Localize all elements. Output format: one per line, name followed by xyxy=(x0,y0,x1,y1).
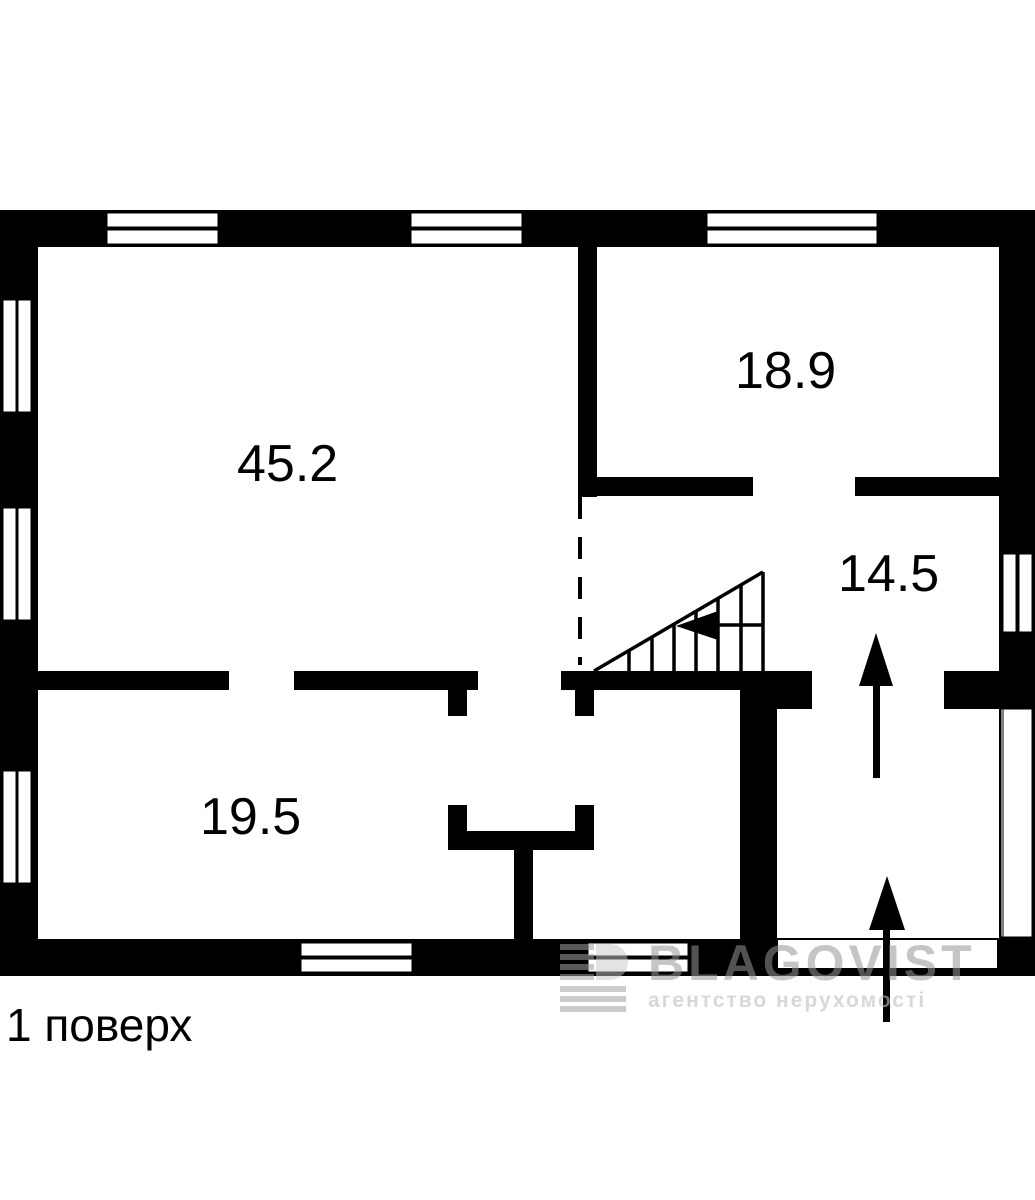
staircase-icon xyxy=(593,570,765,673)
window-icon xyxy=(706,212,878,245)
floor-label: 1 поверх xyxy=(6,999,193,1051)
window-icon xyxy=(2,507,32,621)
room-area-kitchen: 19.5 xyxy=(200,788,302,846)
window-icon xyxy=(2,770,32,884)
window-icon xyxy=(106,212,219,245)
window-icon xyxy=(1000,708,1033,938)
interior-walls xyxy=(38,247,1035,961)
window-icon xyxy=(2,299,32,413)
window-icon xyxy=(300,942,413,973)
room-area-living: 45.2 xyxy=(237,435,339,493)
entrance-arrow-icon xyxy=(869,876,905,1022)
room-area-bedroom: 18.9 xyxy=(735,342,837,400)
room-area-hall: 14.5 xyxy=(838,545,940,603)
window-icon xyxy=(1002,553,1033,633)
window-icon xyxy=(410,212,523,245)
direction-arrow-icon xyxy=(859,633,893,778)
